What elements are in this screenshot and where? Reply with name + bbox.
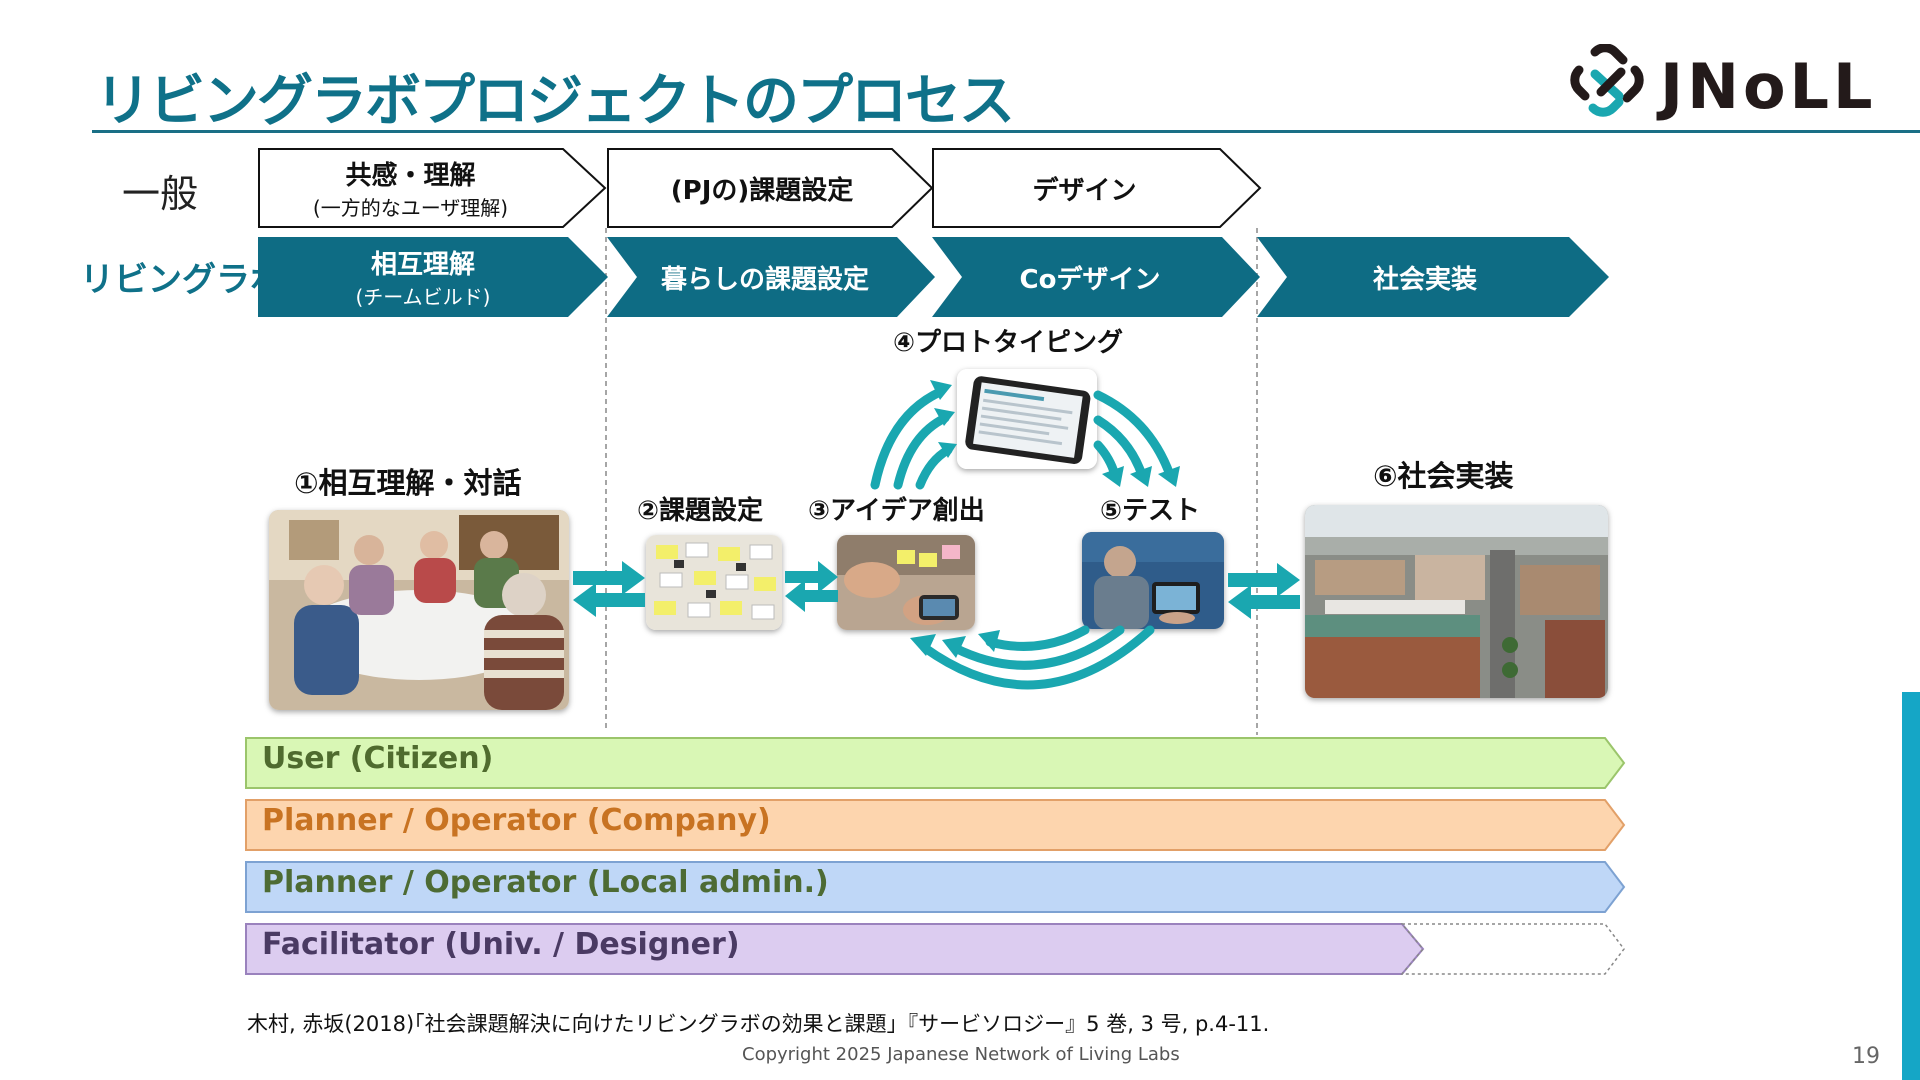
side-accent-bar [1902,692,1920,1080]
step-6-label: ⑥社会実装 [1373,459,1514,493]
step-4-label: ④プロトタイピング [893,328,1124,358]
idea-prototyping-photo [837,535,975,630]
livinglab-chevron-1-shape [258,237,608,317]
row-label-livinglab: リビングラボ [80,260,284,300]
linked-chain-logo-icon [1570,44,1644,117]
tablet-prototype-photo [957,369,1097,469]
role-band-4-shape [245,923,1425,975]
reference-citation: 木村, 赤坂(2018)｢社会課題解決に向けたリビングラボの効果と課題｣『サービ… [247,1012,1270,1036]
cycle-arrow-bottom [920,625,1155,690]
role-band-2-label: Planner / Operator (Company) [262,803,771,838]
logo-wordmark: JNoLL [1660,50,1877,123]
tablet-test-photo [1082,532,1224,629]
role-band-1-label: User (Citizen) [262,741,494,776]
role-band-3-shape [245,861,1626,913]
city-aerial-photo [1305,505,1608,698]
role-band-3-label: Planner / Operator (Local admin.) [262,865,829,900]
double-arrow-5-6 [1228,563,1300,619]
role-band-2-shape [245,799,1626,851]
sticky-notes-photo [646,535,782,630]
general-chevron-3-shape [932,148,1262,228]
cycle-arrowheads-bottom [910,630,1000,658]
step-1-label: ①相互理解・対話 [294,466,522,500]
livinglab-chevron-3-shape [932,237,1260,317]
role-band-4-dotted-extension [1400,923,1625,975]
role-band-1-shape [245,737,1626,789]
copyright-notice: Copyright 2025 Japanese Network of Livin… [742,1044,1180,1065]
step-5-label: ⑤テスト [1100,496,1201,526]
general-chevron-2-shape [607,148,934,228]
role-band-4-label: Facilitator (Univ. / Designer) [262,927,740,962]
title-underline [92,130,1920,133]
page-number: 19 [1852,1044,1880,1069]
page-title: リビングラボプロジェクトのプロセス [95,69,1015,134]
general-chevron-1-shape [258,148,607,228]
double-arrow-1-2 [573,561,645,617]
cycle-arrowheads-down [1102,466,1180,487]
step-3-label: ③アイデア創出 [808,496,985,526]
row-label-general: 一般 [122,172,199,216]
group-discussion-photo [269,510,569,710]
livinglab-chevron-4-shape [1257,237,1609,317]
double-arrow-2-3 [785,561,838,612]
livinglab-chevron-2-shape [607,237,935,317]
step-2-label: ②課題設定 [637,496,764,526]
cycle-arrowheads-up [930,380,957,458]
